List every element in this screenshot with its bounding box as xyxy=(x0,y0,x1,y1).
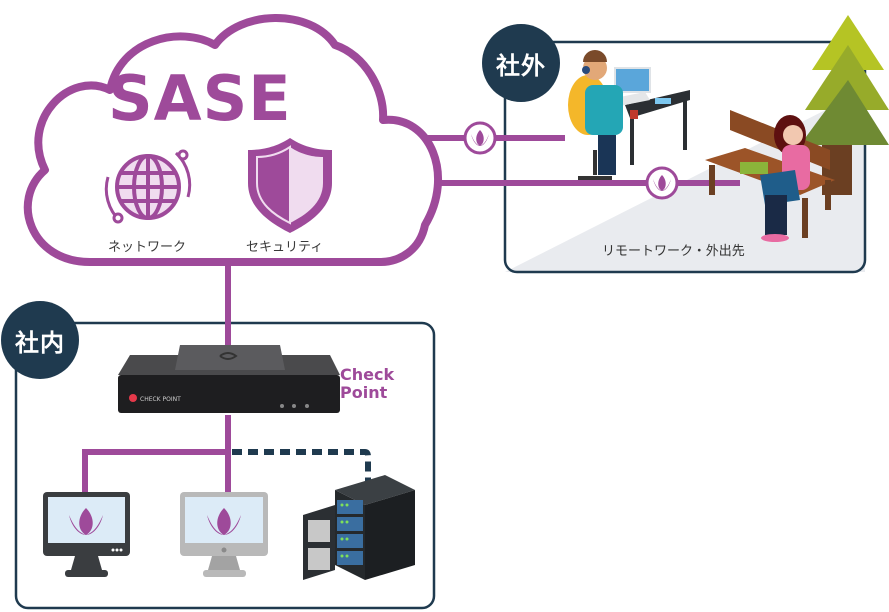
check-point-appliance: CHECK POINT xyxy=(118,345,340,413)
pc-light xyxy=(180,492,268,577)
sase-title: SASE xyxy=(108,62,292,135)
remote-work-caption: リモートワーク・外出先 xyxy=(602,244,745,259)
server-rack xyxy=(303,475,415,580)
tree-illustration xyxy=(800,15,889,195)
sase-cloud xyxy=(23,14,443,266)
external-badge: 社外 xyxy=(482,24,560,102)
network-label: ネットワーク xyxy=(108,240,187,255)
remote-worker-at-desk xyxy=(568,50,690,180)
globe-icon xyxy=(104,149,192,224)
worker-on-bench xyxy=(705,110,835,242)
appliance-front-label: CHECK POINT xyxy=(140,396,181,403)
dashed-server-link xyxy=(232,449,371,482)
shield-icon xyxy=(248,138,332,233)
lotus-badge-bench xyxy=(645,166,679,200)
lotus-badge-desk xyxy=(463,121,497,155)
internal-badge: 社内 xyxy=(1,301,79,379)
check-point-brand-label: Check Point xyxy=(340,365,395,402)
pc-dark xyxy=(43,492,130,577)
security-label: セキュリティ xyxy=(246,240,324,255)
